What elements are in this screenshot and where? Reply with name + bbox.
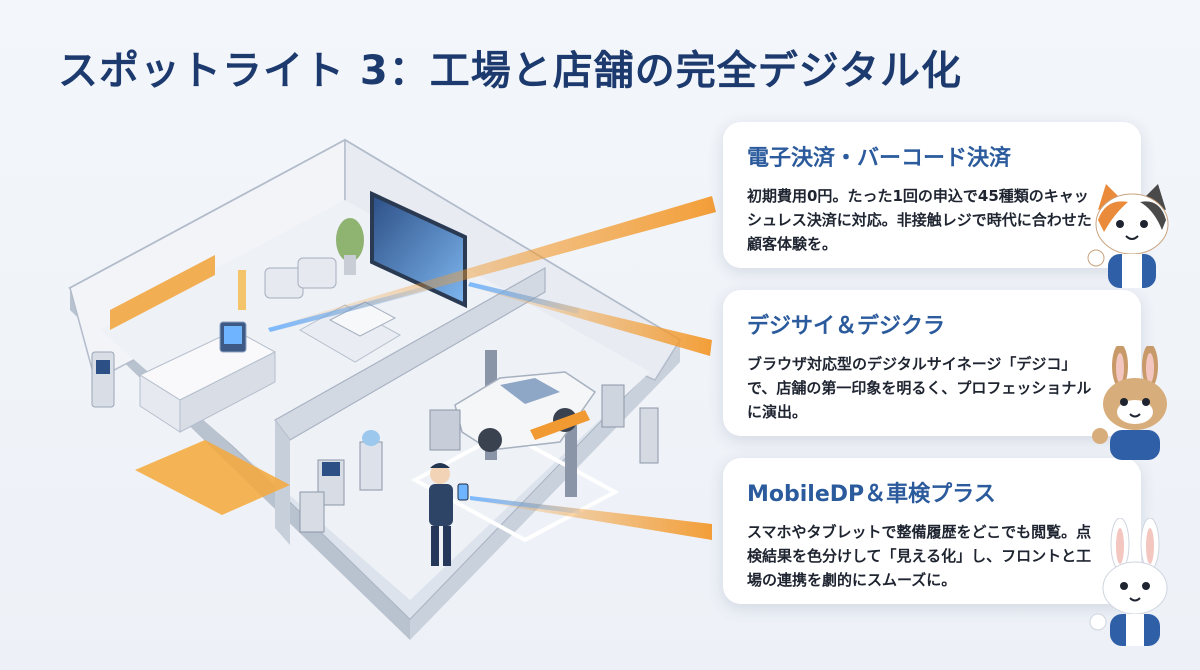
callout-beams bbox=[268, 196, 716, 540]
card-body: スマホやタブレットで整備履歴をどこでも閲覧。点検結果を色分けして「見える化」し、… bbox=[747, 523, 1092, 589]
card-heading: MobileDP＆車検プラス bbox=[747, 482, 996, 507]
card-heading: 電子決済・バーコード決済 bbox=[747, 146, 1012, 171]
page-title: スポットライト 3：工場と店舗の完全デジタル化 bbox=[58, 48, 962, 94]
service-bay bbox=[299, 350, 659, 543]
reception-area bbox=[91, 255, 290, 515]
card-heading: デジサイ＆デジクラ bbox=[747, 314, 946, 339]
card-body: 初期費用0円。たった1回の申込で45種類のキャッシュレス決済に対応。非接触レジで… bbox=[747, 187, 1092, 253]
feature-card-mobile: MobileDP＆車検プラス スマホやタブレットで整備履歴をどこでも閲覧。点検結… bbox=[723, 458, 1141, 604]
calico-cat-mascot-icon bbox=[1087, 184, 1169, 288]
brown-rabbit-mascot-icon bbox=[1092, 346, 1167, 460]
tablet-icon bbox=[457, 483, 469, 501]
mechanic-figure bbox=[429, 463, 469, 566]
feature-card-payment: 電子決済・バーコード決済 初期費用0円。たった1回の申込で45種類のキャッシュレ… bbox=[723, 122, 1141, 268]
white-rabbit-mascot-icon bbox=[1089, 518, 1168, 646]
card-body: ブラウザ対応型のデジタルサイネージ「デジコ」で、店舗の第一印象を明るく、プロフェ… bbox=[747, 355, 1092, 421]
feature-card-signage: デジサイ＆デジクラ ブラウザ対応型のデジタルサイネージ「デジコ」で、店舗の第一印… bbox=[723, 290, 1141, 436]
